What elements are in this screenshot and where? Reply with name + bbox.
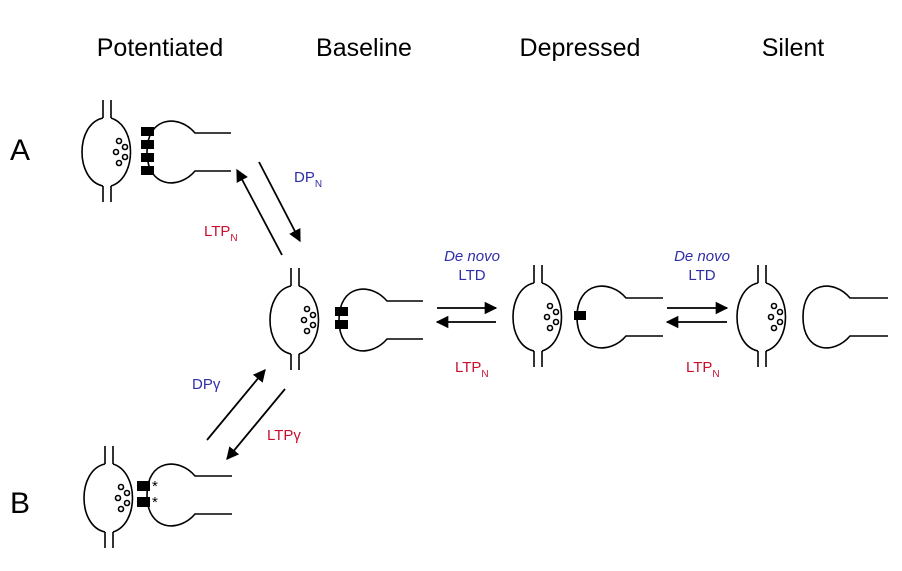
asterisk-lower: * (152, 494, 158, 511)
asterisk-upper: * (152, 478, 158, 495)
arrow-baseline-to-b (226, 388, 286, 460)
synapse-baseline (269, 268, 423, 370)
vesicle (776, 318, 784, 326)
label-ltp-n-1: LTPN (455, 359, 489, 380)
receptor (335, 320, 348, 329)
arrow-a-to-baseline (258, 161, 301, 243)
receptor (137, 481, 150, 491)
vesicle (123, 489, 131, 497)
header-depressed: Depressed (520, 34, 641, 62)
receptor (574, 311, 586, 320)
vesicle (546, 324, 554, 332)
vesicle (546, 302, 554, 310)
row-label-a: A (10, 134, 30, 167)
label-ltp-n-2: LTPN (686, 359, 720, 380)
vesicle (309, 321, 317, 329)
receptor (141, 153, 154, 162)
label-de-novo-2: De novo (674, 248, 730, 265)
label-ltd-1: LTD (458, 267, 485, 284)
vesicle (303, 305, 311, 313)
vesicle (115, 159, 123, 167)
receptor (141, 166, 154, 175)
label-dp-n: DPN (294, 169, 322, 190)
receptor (137, 497, 150, 507)
receptor (141, 140, 154, 149)
arrow-b-to-baseline (206, 369, 266, 441)
label-de-novo-1: De novo (444, 248, 500, 265)
vesicle (300, 316, 308, 324)
vesicle (770, 324, 778, 332)
synapse-potentiated-a (81, 100, 231, 202)
synapse-depressed (512, 265, 663, 367)
arrow-baseline-to-a (236, 168, 283, 256)
header-baseline: Baseline (316, 34, 412, 62)
label-dp-gamma: DPγ (192, 376, 221, 393)
vesicle (309, 311, 317, 319)
synapse-potentiated-b (83, 446, 232, 548)
vesicle (303, 327, 311, 335)
header-potentiated: Potentiated (97, 34, 224, 62)
vesicle (117, 505, 125, 513)
vesicle (112, 148, 120, 156)
receptor (335, 307, 348, 316)
receptor (141, 127, 154, 136)
vesicle (121, 153, 129, 161)
vesicle (552, 308, 560, 316)
vesicle (767, 313, 775, 321)
vesicle (117, 483, 125, 491)
header-silent: Silent (762, 34, 825, 62)
vesicle (552, 318, 560, 326)
vesicle (115, 137, 123, 145)
vesicle (121, 143, 129, 151)
label-ltp-gamma: LTPγ (267, 427, 301, 444)
synapse-silent (736, 265, 888, 367)
vesicle (776, 308, 784, 316)
label-ltp-n-up: LTPN (204, 223, 238, 244)
vesicle (543, 313, 551, 321)
vesicle (123, 499, 131, 507)
label-ltd-2: LTD (688, 267, 715, 284)
vesicle (114, 494, 122, 502)
row-label-b: B (10, 487, 30, 520)
vesicle (770, 302, 778, 310)
